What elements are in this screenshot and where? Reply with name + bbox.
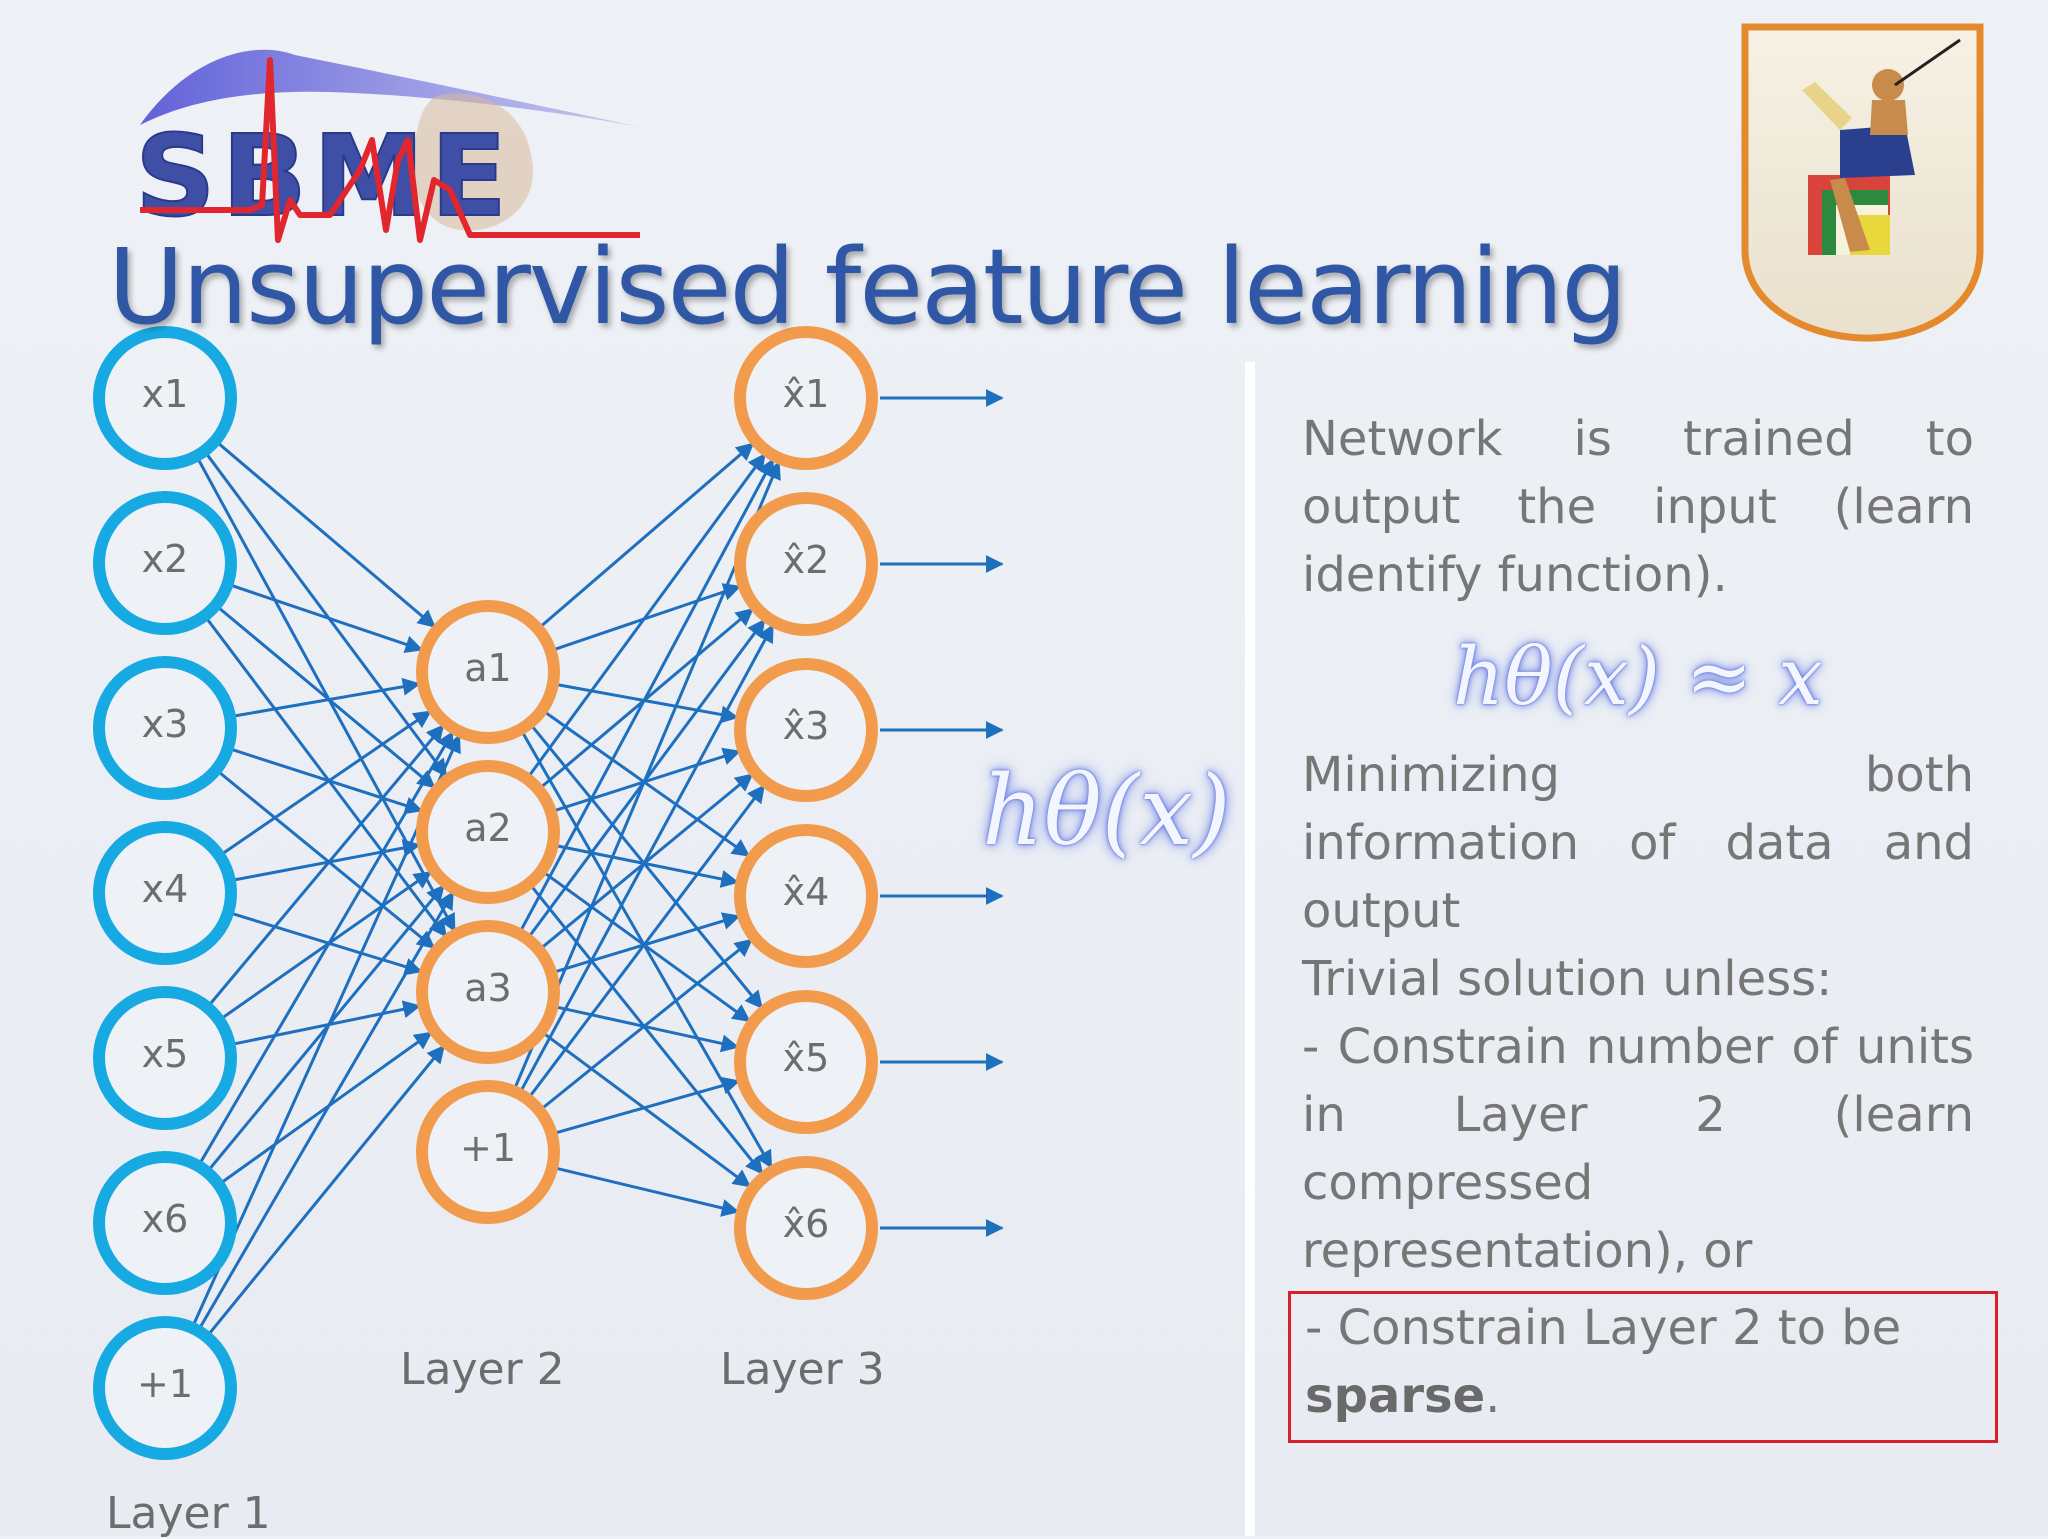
l2-l3-edge-2-0 <box>517 458 775 935</box>
slide-title: Unsupervised feature learning <box>108 226 1627 348</box>
l1-l2-edge-2-0 <box>229 677 421 719</box>
output-node-1 <box>734 326 878 470</box>
sparse-prefix: - Constrain Layer 2 to be <box>1305 1300 1902 1356</box>
l1-l2-edge-5-1 <box>205 884 445 1174</box>
paragraph-constrain-units: - Constrain number of units in Layer 2 (… <box>1302 1019 1974 1279</box>
l2-l3-edge-3-1 <box>518 623 775 1095</box>
l1-l2-edge-4-1 <box>218 870 433 1022</box>
hidden-node-label-3: a3 <box>464 966 512 1010</box>
identity-formula: hθ(x) ≈ x <box>1452 630 1824 723</box>
panel-divider <box>1245 362 1255 1536</box>
university-crest <box>1741 23 1984 342</box>
l1-l2-edge-6-1 <box>196 890 455 1332</box>
input-node-label-5: x5 <box>141 1032 189 1076</box>
l2-l3-edge-3-2 <box>526 784 766 1101</box>
output-node-label-6: x̂6 <box>782 1202 830 1246</box>
l1-l2-edge-1-1 <box>214 604 436 789</box>
paragraph-training: Network is trained to output the input (… <box>1302 411 1974 603</box>
l1-l2-edge-0-0 <box>214 439 436 628</box>
l1-l2-edge-3-2 <box>227 910 423 976</box>
logo-wordmark: SBME <box>135 112 513 242</box>
input-node-2 <box>93 491 237 635</box>
sbme-logo: SBME <box>134 49 645 243</box>
output-node-6 <box>734 1156 878 1300</box>
hypothesis-formula: hθ(x) <box>982 755 1231 867</box>
l2-l3-edge-0-5 <box>519 728 773 1169</box>
l2-l3-edge-3-3 <box>538 938 753 1112</box>
l1-l2-edge-4-0 <box>206 724 445 1009</box>
output-node-label-3: x̂3 <box>782 704 830 748</box>
input-node-label-1: x1 <box>141 372 189 416</box>
network-edges <box>190 439 781 1338</box>
l2-l3-edge-3-4 <box>551 1076 741 1136</box>
l1-l2-edge-1-0 <box>227 582 424 653</box>
network-nodes <box>93 326 878 1460</box>
l2-l3-edge-0-4 <box>528 722 763 1010</box>
l1-l2-edge-4-2 <box>229 1000 422 1047</box>
l1-l2-edge-3-1 <box>229 839 421 883</box>
input-node-label-6: x6 <box>141 1197 189 1241</box>
input-node-7 <box>93 1316 237 1460</box>
output-node-3 <box>734 658 878 802</box>
input-node-label-3: x3 <box>141 702 189 746</box>
hidden-node-label-2: a2 <box>464 806 512 850</box>
input-node-label-7: +1 <box>136 1362 194 1406</box>
hidden-node-1 <box>416 600 560 744</box>
sparse-keyword: sparse <box>1305 1368 1486 1424</box>
layer2-label: Layer 2 <box>400 1344 565 1395</box>
layer1-label: Layer 1 <box>106 1488 271 1539</box>
input-node-1 <box>93 326 237 470</box>
l2-l3-edge-1-5 <box>528 882 764 1175</box>
input-node-3 <box>93 656 237 800</box>
l1-l2-edge-5-2 <box>217 1031 433 1186</box>
output-node-label-4: x̂4 <box>782 870 830 914</box>
output-node-label-1: x̂1 <box>782 372 830 416</box>
output-node-5 <box>734 990 878 1134</box>
l1-l2-edge-0-1 <box>203 450 448 778</box>
input-node-6 <box>93 1151 237 1295</box>
hidden-node-3 <box>416 920 560 1064</box>
input-node-label-2: x2 <box>141 537 189 581</box>
l1-l2-edge-6-2 <box>205 1044 445 1338</box>
input-node-label-4: x4 <box>141 867 189 911</box>
paragraph-constrain-sparse: - Constrain Layer 2 to be sparse. <box>1305 1294 1971 1430</box>
l1-l2-edge-3-0 <box>218 710 432 857</box>
l1-l2-edge-2-2 <box>215 768 436 949</box>
output-node-4 <box>734 824 878 968</box>
l2-l3-edge-0-0 <box>537 442 755 631</box>
hidden-node-label-1: a1 <box>464 646 512 690</box>
hidden-node-label-4: +1 <box>459 1126 517 1170</box>
l1-l2-edge-2-1 <box>227 746 424 815</box>
output-node-2 <box>734 492 878 636</box>
paragraph-trivial: Trivial solution unless: <box>1302 951 1833 1007</box>
paragraph-minimizing: Minimizing both information of data and … <box>1302 747 1974 939</box>
output-node-label-5: x̂5 <box>782 1036 830 1080</box>
sparse-suffix: . <box>1485 1368 1501 1424</box>
input-node-5 <box>93 986 237 1130</box>
highlight-box: - Constrain Layer 2 to be sparse. <box>1288 1291 1998 1443</box>
input-node-4 <box>93 821 237 965</box>
layer3-label: Layer 3 <box>720 1344 885 1395</box>
l2-l3-edge-1-0 <box>525 453 766 780</box>
hidden-node-2 <box>416 760 560 904</box>
l2-l3-edge-3-5 <box>551 1165 740 1217</box>
hidden-node-4 <box>416 1080 560 1224</box>
output-arrows <box>880 389 1004 1237</box>
output-node-label-2: x̂2 <box>782 538 830 582</box>
l1-l2-edge-1-2 <box>203 614 448 938</box>
l1-l2-edge-5-0 <box>197 730 454 1167</box>
explanation-panel: Network is trained to output the input (… <box>1288 405 1998 1443</box>
